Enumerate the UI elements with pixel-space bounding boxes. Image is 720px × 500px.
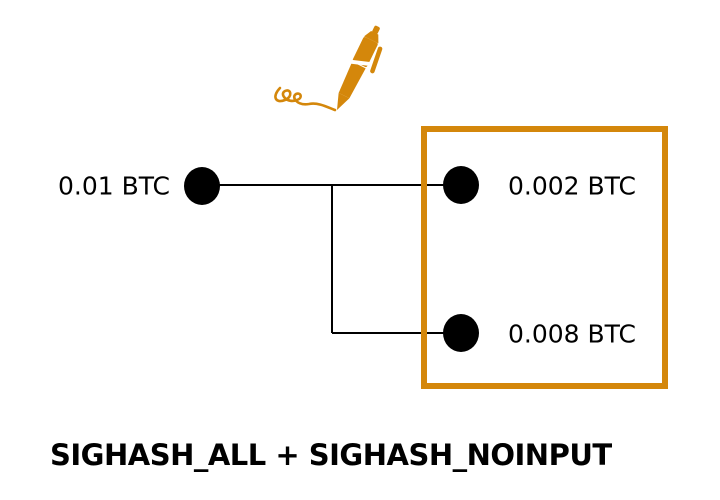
pen-neck [364, 30, 379, 44]
output2-amount-label: 0.008 BTC [508, 319, 636, 349]
pen-tip [337, 92, 350, 110]
output2-node [443, 314, 479, 352]
input-node [184, 167, 220, 205]
pen-upper-barrel [352, 37, 378, 67]
signature-scribble-icon [274, 86, 337, 112]
signature-pen-icon [337, 25, 383, 110]
pen-gap [349, 59, 371, 67]
scribble-path [274, 86, 337, 112]
outputs-box [421, 126, 668, 389]
pen-lower-barrel [338, 61, 366, 99]
output1-amount-label: 0.002 BTC [508, 171, 636, 201]
sighash-caption: SIGHASH_ALL + SIGHASH_NOINPUT [50, 438, 612, 472]
input-amount-label: 0.01 BTC [57, 171, 170, 201]
pen-button [372, 25, 380, 35]
pen-clip [370, 46, 383, 74]
output1-node [443, 166, 479, 204]
